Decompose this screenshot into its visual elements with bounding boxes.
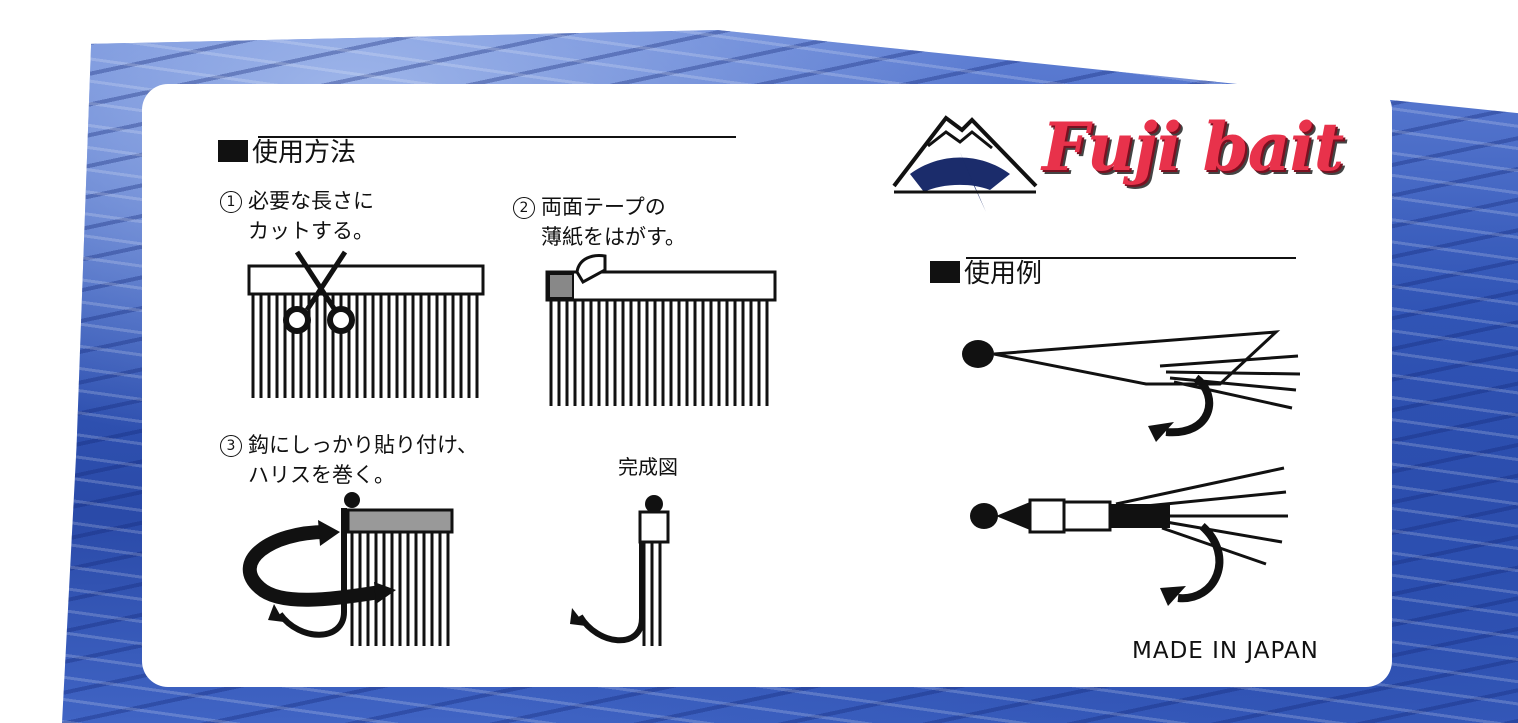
example-lure-1-illustration	[962, 330, 1301, 442]
mount-fuji-marlin-logo-icon	[892, 115, 1038, 212]
wrap-hook-illustration	[242, 492, 454, 646]
peeling-paper-icon	[575, 254, 607, 285]
finished-label: 完成図	[618, 455, 678, 479]
heading-square-icon	[218, 139, 248, 162]
instructions-rule	[258, 136, 736, 138]
example-lure-2-illustration	[970, 466, 1288, 606]
scissors-icon	[283, 250, 355, 334]
hook-icon	[577, 542, 645, 644]
brand-name: Fuji bait	[1042, 108, 1344, 186]
hook-icon	[1165, 374, 1214, 437]
finished-lure-illustration	[570, 495, 670, 646]
heading-square-icon	[930, 260, 960, 283]
examples-heading: 使用例	[930, 253, 1042, 290]
examples-rule	[966, 257, 1296, 259]
instructions-heading: 使用方法	[218, 132, 356, 169]
peel-tape-illustration	[545, 254, 777, 406]
hook-icon	[1177, 523, 1224, 603]
hook-icon	[268, 492, 360, 638]
made-in-label: MADE IN JAPAN	[1132, 638, 1319, 664]
cut-skirt-illustration	[247, 250, 485, 398]
wrap-arrow-icon	[242, 525, 382, 607]
